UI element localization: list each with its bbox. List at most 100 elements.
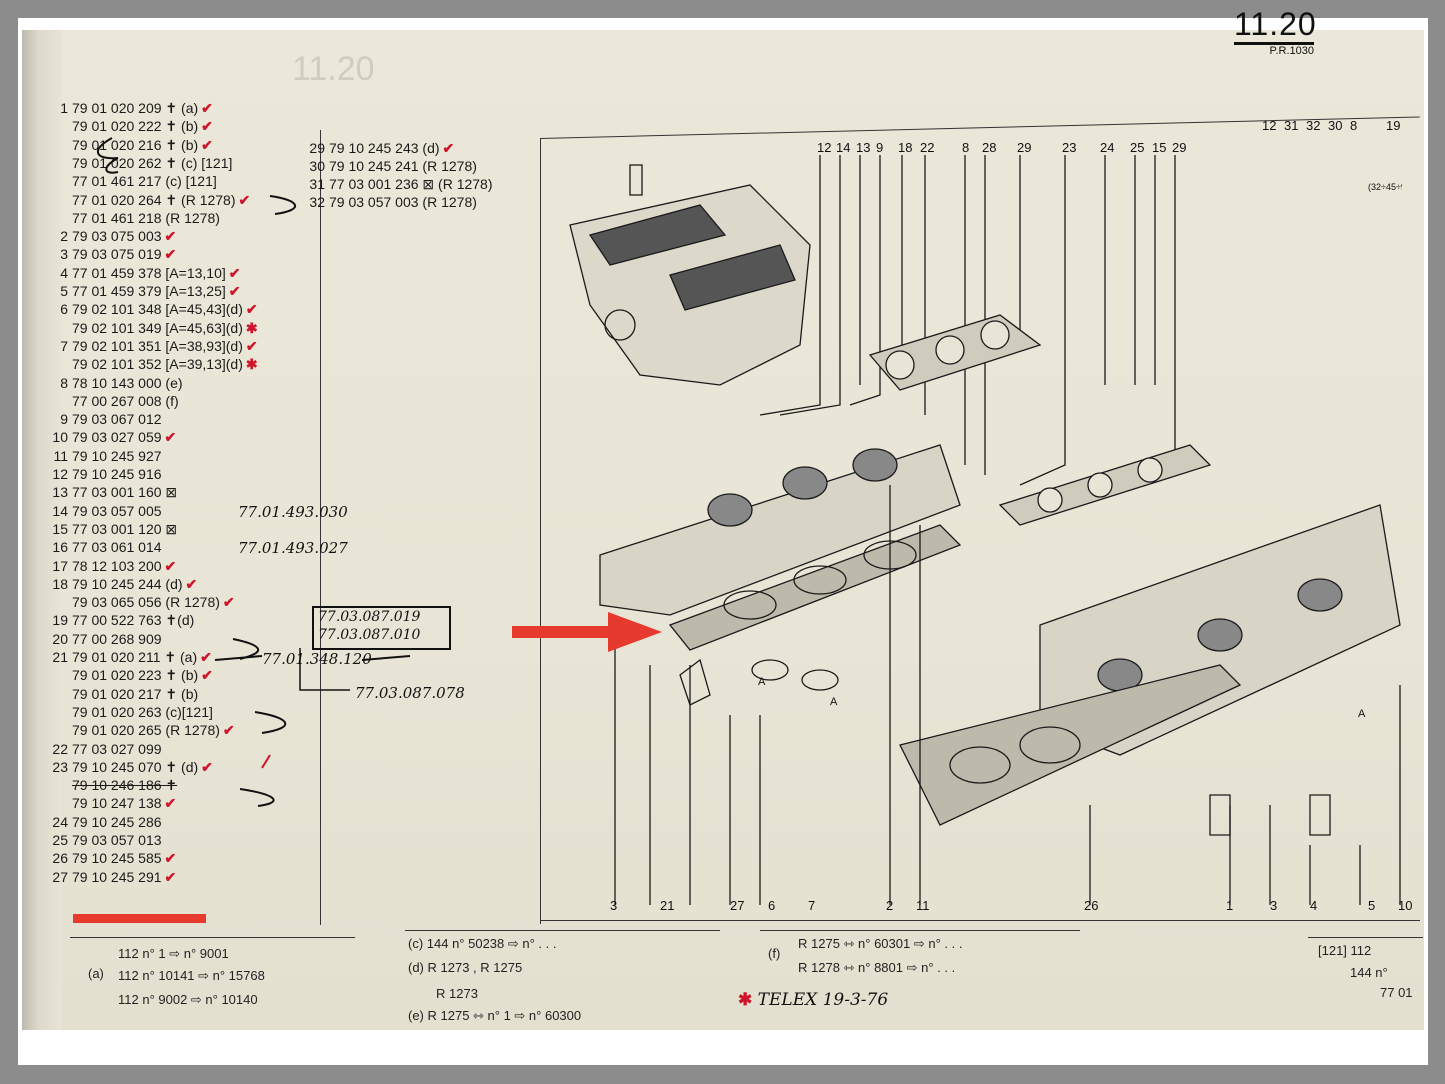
exploded-engine-diagram: A A A (32÷45÷9) [569, 155, 1402, 905]
part-ref-number: 12 [52, 466, 68, 482]
check-mark-icon: ✔ [164, 868, 177, 885]
bleed-through-ghost: 11.20 [292, 50, 375, 88]
part-number: 79 03 065 056 (R 1278) [72, 594, 220, 611]
part-number: 79 01 020 211 ✝ (a) [72, 649, 198, 665]
footer-rule-2 [405, 930, 720, 932]
footer-f-label: (f) [768, 946, 781, 961]
part-row: 77 01 020 264 ✝ (R 1278)✔ [48, 192, 250, 210]
check-mark-icon: ✔ [164, 795, 177, 812]
check-mark-icon: ✔ [201, 667, 213, 684]
part-number: 79 01 020 262 ✝ (c) [121] [72, 154, 233, 171]
handwritten-box: 77.03.087.019 77.03.087.010 [312, 606, 451, 650]
part-row: 79 01 020 217 ✝ (b) [48, 686, 201, 704]
footer-a-label: (a) [88, 966, 104, 981]
footer-e-top: R 1273 [436, 986, 478, 1001]
page-number: 11.20 [1234, 6, 1316, 45]
check-mark-icon: ✔ [164, 228, 177, 245]
part-number: 77 03 027 099 [72, 740, 162, 757]
check-mark-icon: ✔ [164, 429, 177, 446]
footer-f-line-1: R 1275 ⇿ n° 60301 ⇨ n° . . . [798, 936, 963, 951]
callout-number: 3 [1270, 898, 1278, 913]
callout-number: 30 [1328, 118, 1343, 133]
part-number: 79 03 027 059 [72, 429, 162, 446]
footer-121-line-3: 77 01 [1380, 985, 1413, 1000]
check-mark-icon: ✔ [238, 191, 251, 208]
callout-number: 11 [916, 898, 930, 913]
telex-note: ✱ TELEX 19-3-76 [738, 990, 888, 1010]
callout-number: 27 [730, 898, 745, 913]
part-row: 79 03 065 056 (R 1278)✔ [48, 594, 235, 612]
part-number: 77 03 001 160 ⊠ [72, 484, 178, 501]
callout-number: 28 [982, 140, 997, 155]
part-number: 78 12 103 200 [72, 557, 162, 574]
callout-number: 12 [817, 140, 832, 155]
check-mark-icon: ✔ [185, 575, 198, 592]
part-number: 79 02 101 351 [A=38,93](d) [72, 337, 243, 354]
part-row: 79 02 101 349 [A=45,63](d)✱ [48, 320, 258, 338]
part-number: 77 01 459 379 [A=13,25] [72, 283, 226, 299]
check-mark-icon: ✔ [201, 118, 213, 135]
callout-number: 8 [1350, 118, 1358, 133]
part-ref-number: 5 [60, 283, 68, 299]
check-mark-icon: ✱ [245, 356, 258, 373]
part-ref-number: 16 [52, 539, 68, 556]
footer-f-line-2: R 1278 ⇿ n° 8801 ⇨ n° . . . [798, 960, 956, 975]
check-mark-icon: ✔ [201, 100, 213, 116]
part-ref-number: 14 [52, 502, 68, 519]
part-ref-number: 15 [52, 520, 68, 537]
part-ref-number: 22 [52, 740, 68, 757]
part-number: 77 03 001 236 ⊠ (R 1278) [329, 176, 493, 192]
part-row: 79 10 246 186 ✝ [48, 777, 180, 795]
part-number: 79 01 020 222 ✝ (b) [72, 118, 199, 135]
part-number: 77 01 459 378 [A=13,10] [72, 264, 226, 281]
part-number: 79 01 020 216 ✝ (b) [72, 136, 199, 153]
callout-number: 4 [1310, 898, 1318, 913]
footer-a-line-3: 112 n° 9002 ⇨ n° 10140 [118, 992, 258, 1007]
part-number: 79 01 020 223 ✝ (b) [72, 667, 199, 684]
handwritten-box-line-2: 77.03.087.010 [318, 627, 421, 643]
part-number: 79 10 245 070 ✝ (d) [72, 758, 199, 775]
check-mark-icon: ✔ [200, 649, 212, 665]
part-row: 79 10 247 138✔ [48, 795, 176, 813]
part-ref-number: 25 [52, 832, 68, 848]
part-number: 79 02 101 349 [A=45,63](d) [72, 319, 243, 336]
part-ref-number: 11 [53, 447, 68, 464]
part-ref-number: 10 [52, 429, 68, 446]
part-number: 79 10 245 291 [72, 868, 162, 885]
part-number: 79 03 057 003 (R 1278) [329, 194, 477, 210]
callout-number: 29 [1172, 140, 1187, 155]
callout-number: 12 [1262, 118, 1277, 133]
dimension-32-45-9: (32÷45÷9) [1368, 182, 1402, 192]
part-number: 77 00 268 909 [72, 630, 162, 647]
footer-a-line-1: 112 n° 1 ⇨ n° 9001 [118, 946, 229, 961]
red-arrow-annotation [512, 612, 662, 652]
part-number: 79 01 020 217 ✝ (b) [72, 685, 199, 702]
part-number: 79 03 075 019 [72, 246, 162, 263]
part-row: 79 01 020 216 ✝ (b)✔ [48, 137, 213, 155]
part-ref-number: 20 [52, 630, 68, 647]
dimension-a-left: A [758, 676, 766, 688]
check-mark-icon: ✔ [164, 850, 177, 867]
footer-121-line-1: [121] 112 [1318, 943, 1372, 958]
handwritten-note-21: 77.03.087.078 [355, 684, 465, 702]
handwritten-box-line-1: 77.03.087.019 [318, 609, 421, 625]
part-ref-number: 18 [52, 575, 68, 592]
part-number: 79 03 067 012 [72, 411, 162, 428]
callout-number: 14 [836, 140, 851, 155]
handwritten-note-13: 77.01.493.030 [238, 503, 348, 521]
callout-number: 3 [610, 898, 618, 913]
part-row: 79 01 020 263 (c)[121] [48, 704, 216, 722]
telex-text: TELEX 19-3-76 [757, 990, 889, 1010]
part-ref-number: 26 [52, 850, 68, 867]
